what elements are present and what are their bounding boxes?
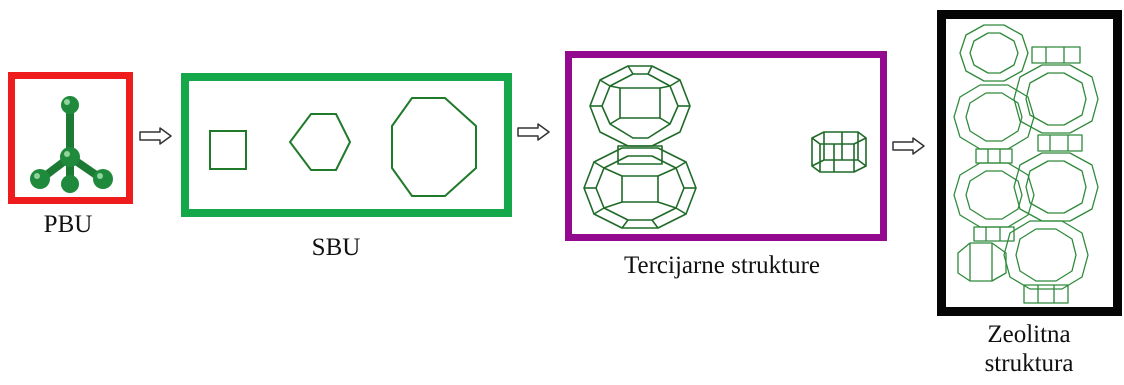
tertiary-box [565,51,887,241]
pbu-label: PBU [43,211,93,238]
arrow-right-icon [139,127,172,145]
double-ring-cage-icon [811,131,867,173]
pbu-box [8,72,133,204]
zeolite-box [937,10,1122,316]
zeolite-label: Zeolitna struktura [964,320,1094,378]
sbu-rings-icon [209,97,477,197]
sbu-label: SBU [311,234,361,261]
tetrahedron-molecule-icon [30,96,113,193]
tertiary-label: Tercijarne strukture [623,252,821,279]
arrow-right-icon [892,137,925,155]
sbu-box [181,73,512,217]
sodalite-cage-icon [583,65,697,229]
arrow-right-icon [517,123,550,141]
zeolite-framework-icon [953,24,1099,304]
zeolite-label-line-2: struktura [984,350,1074,377]
zeolite-label-line-1: Zeolitna [987,321,1071,348]
